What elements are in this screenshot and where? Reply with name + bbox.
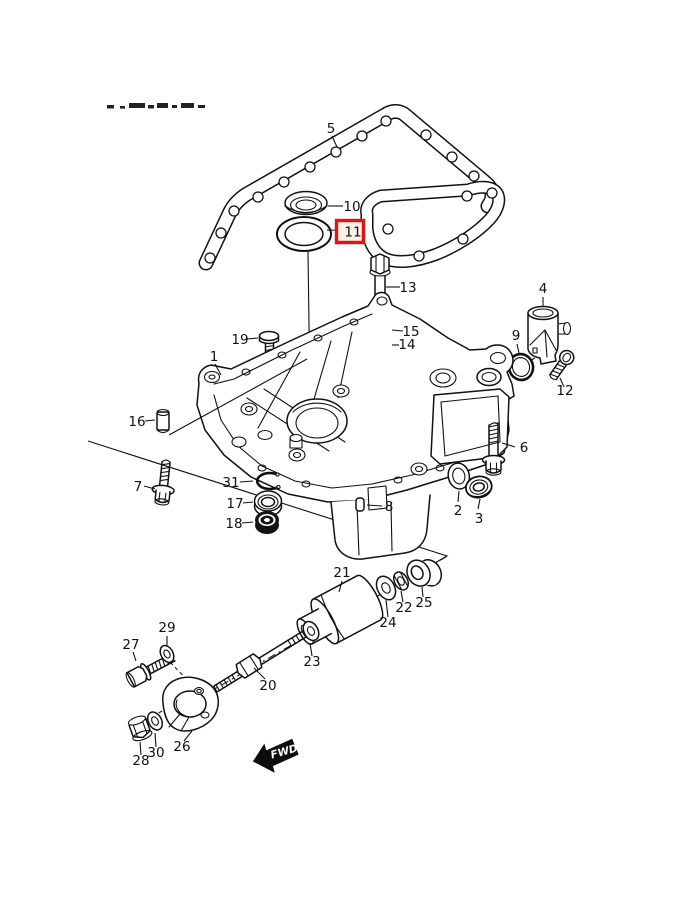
callout-26: 26	[173, 739, 190, 755]
part-2-washer	[447, 462, 471, 490]
callout-18: 18	[225, 516, 242, 532]
part-29-washer	[159, 644, 175, 664]
highlighted-callout-11[interactable]: 11	[326, 218, 366, 245]
part-8-pin	[355, 497, 365, 512]
callout-11[interactable]: 11	[344, 225, 361, 241]
callout-22: 22	[395, 600, 412, 616]
callout-31: 31	[222, 475, 239, 491]
callout-14: 14	[398, 337, 415, 353]
part-7-bolt	[151, 459, 175, 506]
callout-29: 29	[158, 620, 175, 636]
part-20-shaft	[213, 630, 307, 693]
cropped-text-fragment	[107, 103, 205, 109]
part-18-seal	[255, 511, 279, 534]
callout-15: 15	[402, 324, 419, 340]
part-10-seal	[284, 190, 328, 216]
callout-2: 2	[454, 503, 463, 519]
callout-10: 10	[343, 199, 360, 215]
part-3-plug	[464, 475, 493, 499]
part-26-bracket	[161, 676, 220, 732]
part-31-circlip	[255, 471, 281, 491]
part-4-fitting	[511, 305, 572, 371]
part-1-oil-pan	[196, 291, 515, 560]
callout-27: 27	[122, 637, 139, 653]
callout-9: 9	[512, 328, 521, 344]
part-6-bolt	[481, 422, 506, 476]
part-17-bearing	[253, 490, 283, 517]
part-11-seal	[276, 216, 332, 399]
callout-5: 5	[327, 121, 336, 137]
callout-labels: 5 10 13 15 14 4 9 12 19 1 16 7 31 17 18 …	[122, 121, 573, 769]
callout-3: 3	[475, 511, 484, 527]
part-24-washer	[375, 575, 397, 601]
part-25-bushing	[406, 559, 443, 587]
fwd-direction-arrow: FWD	[252, 738, 299, 773]
part-27-bolt	[125, 652, 176, 688]
part-30-washer	[146, 711, 164, 731]
callout-7: 7	[134, 479, 143, 495]
callout-17: 17	[226, 496, 243, 512]
callout-6: 6	[520, 440, 529, 456]
part-5-gasket	[198, 104, 506, 271]
callout-25: 25	[415, 595, 432, 611]
dowel-alignment-line	[168, 358, 308, 436]
callout-24: 24	[379, 615, 396, 631]
part-16-dowel	[156, 408, 170, 434]
part-12-bolt	[548, 349, 575, 381]
part-22-nut	[392, 571, 410, 591]
callout-16: 16	[128, 414, 145, 430]
part-21-damper	[296, 574, 384, 645]
callout-8: 8	[385, 499, 394, 515]
leader-lines	[132, 135, 565, 756]
callout-13: 13	[399, 280, 416, 296]
callout-1: 1	[210, 349, 219, 365]
callout-23: 23	[303, 654, 320, 670]
callout-21: 21	[333, 565, 350, 581]
callout-12: 12	[556, 383, 573, 399]
callout-28: 28	[132, 753, 149, 769]
part-28-nut	[127, 715, 153, 742]
callout-30: 30	[147, 745, 164, 761]
callout-4: 4	[539, 281, 548, 297]
callout-19: 19	[231, 332, 248, 348]
callout-20: 20	[259, 678, 276, 694]
